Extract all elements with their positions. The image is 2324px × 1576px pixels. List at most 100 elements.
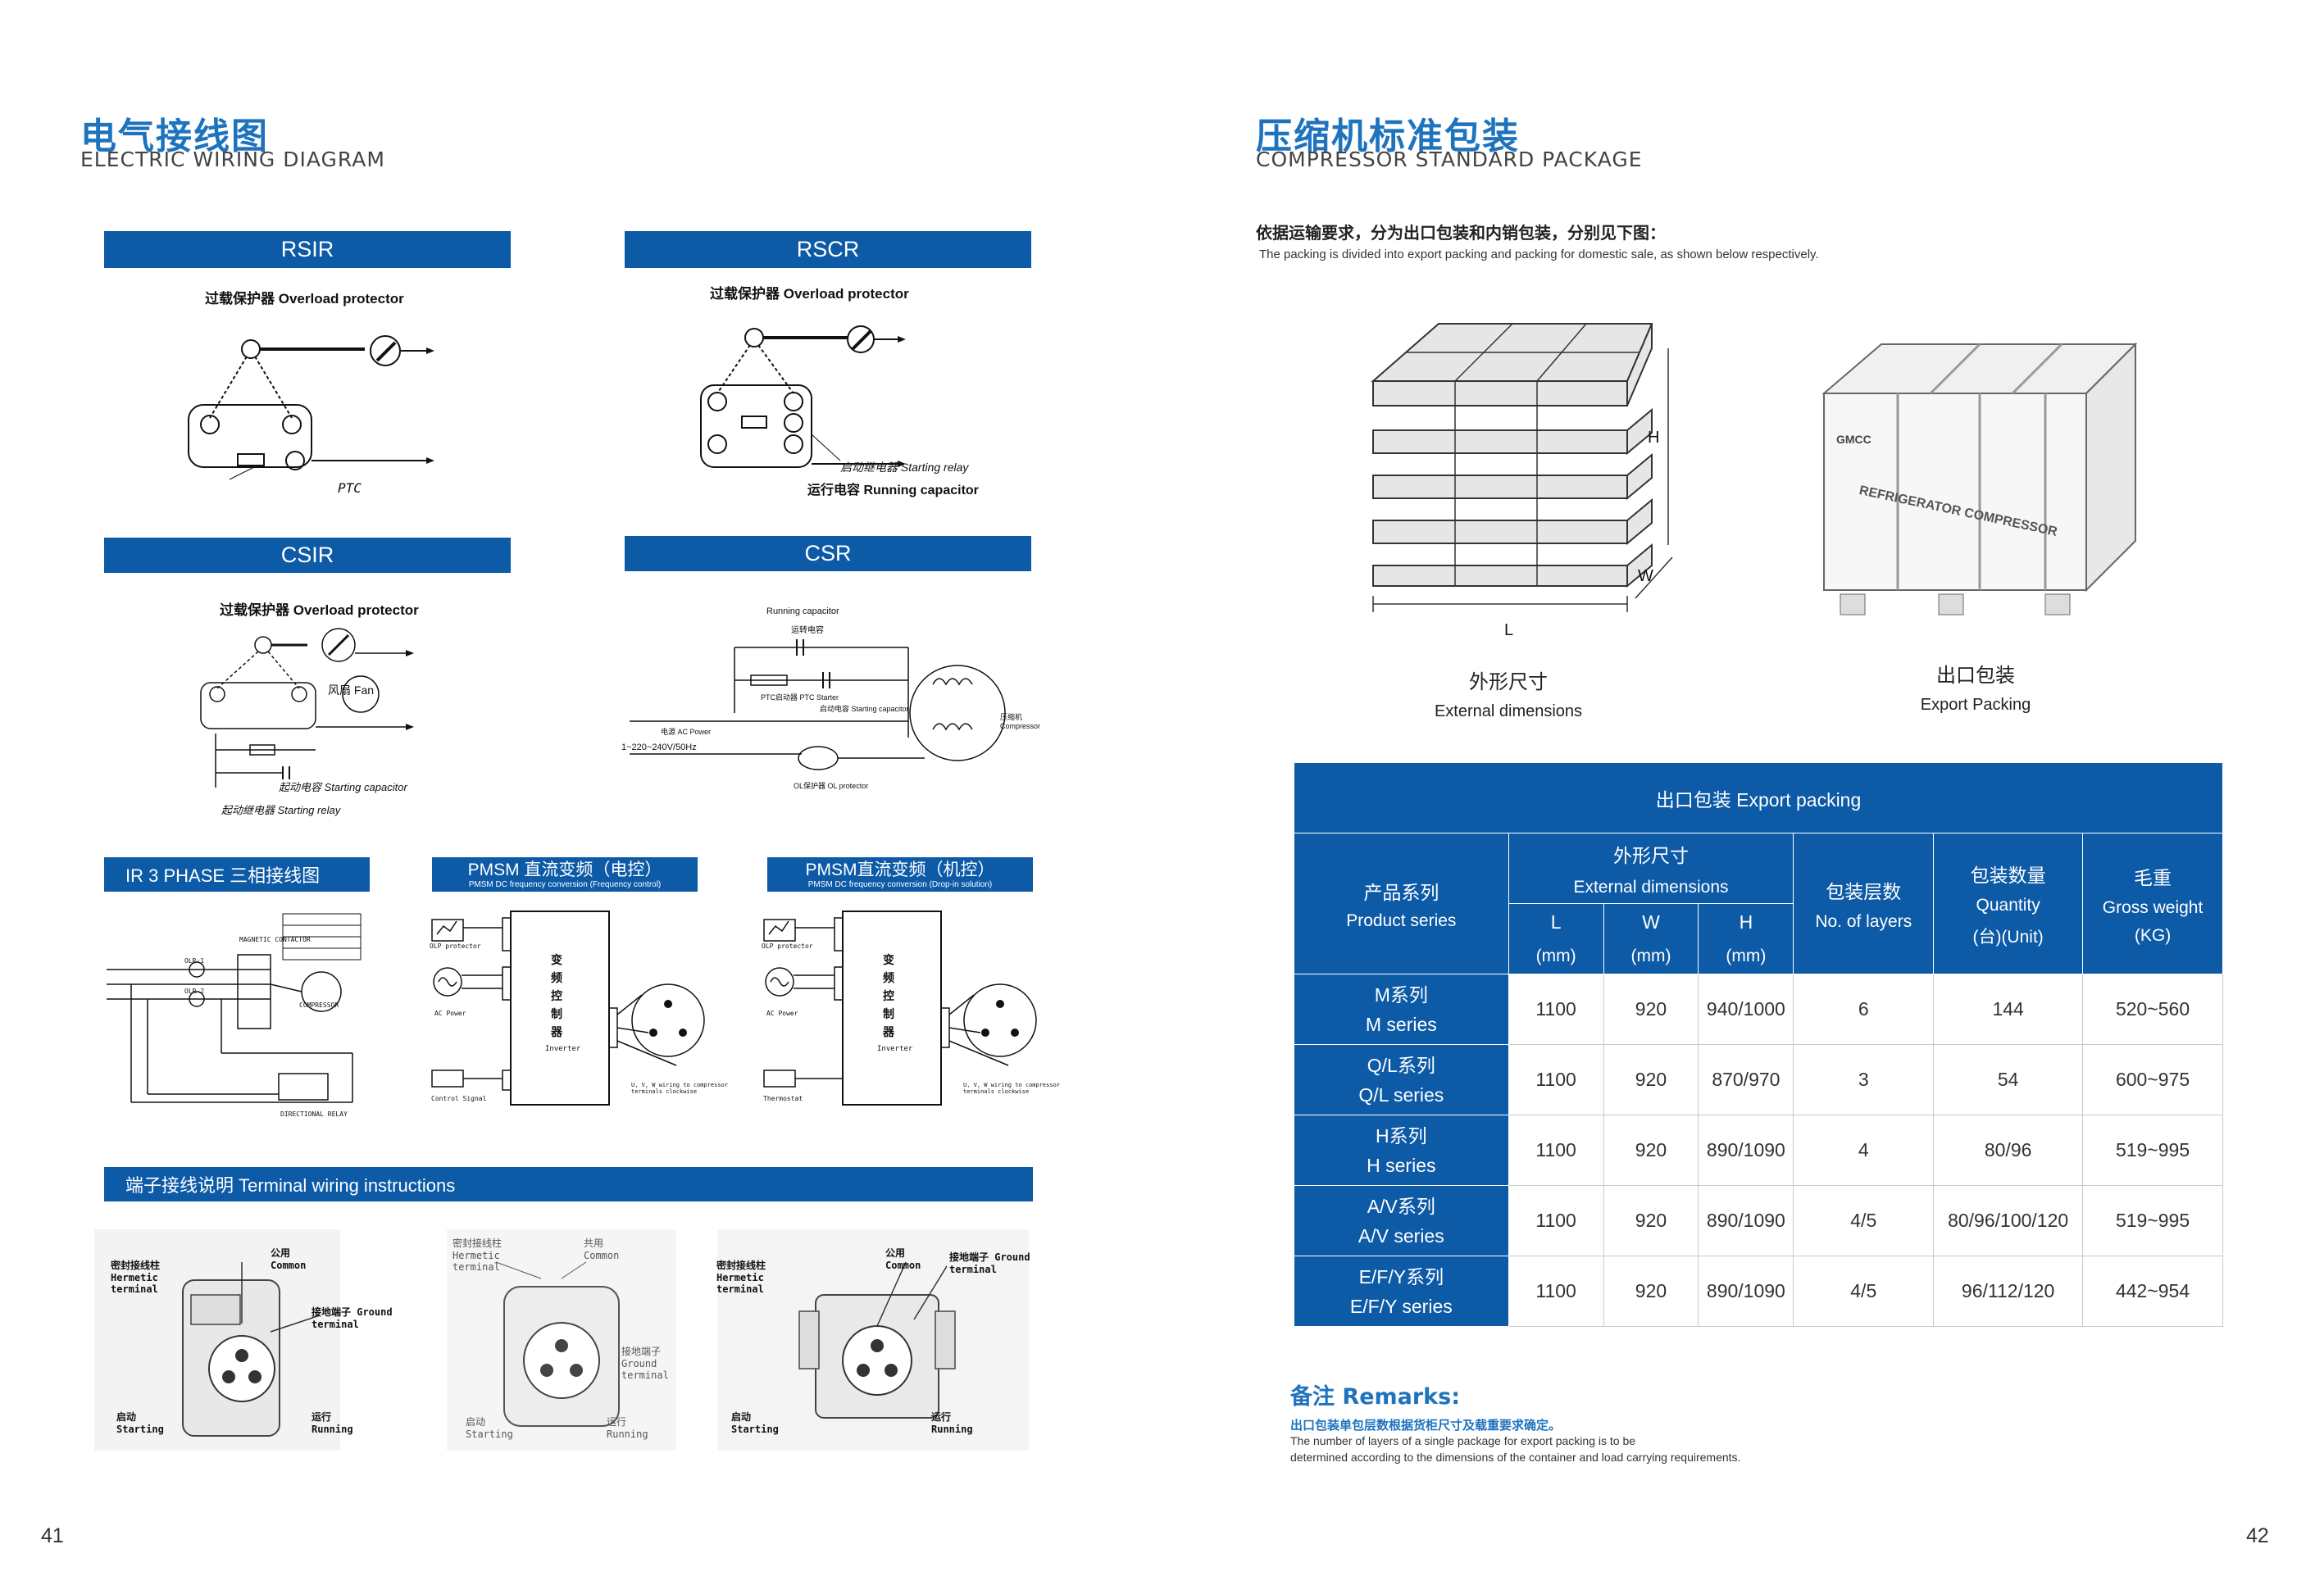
terminal-bar: 端子接线说明 Terminal wiring instructions [104, 1167, 1033, 1201]
csir-diagram [200, 628, 414, 788]
header-qty: 包装数量 Quantity (台)(Unit) [1933, 833, 2084, 974]
figure-external-caption: 外形尺寸 External dimensions [1426, 665, 1590, 721]
pmsm-mech-bar-title: PMSM直流变频（机控） [805, 860, 995, 879]
pmsm-electric-bar-sub: PMSM DC frequency conversion (Frequency … [468, 879, 662, 889]
rsir-ptc-label: PTC [338, 480, 362, 496]
row-series: M系列 M series [1294, 974, 1509, 1045]
ir3phase-contactor-label: MAGNETIC CONTACTOR [239, 936, 311, 943]
row-series-en: A/V series [1358, 1224, 1444, 1247]
row-layers: 4 [1793, 1115, 1935, 1186]
terminal-1-running: 运行 Running [312, 1411, 353, 1435]
header-qty-en: Quantity [1976, 895, 2040, 915]
terminal-diagram-1 [94, 1229, 340, 1451]
row-qty: 96/112/120 [1933, 1256, 2084, 1327]
row-h: 890/1090 [1698, 1185, 1794, 1256]
ir3phase-relay-label: DIRECTIONAL RELAY [280, 1110, 348, 1118]
terminal-3-starting: 启动 Starting [731, 1411, 779, 1435]
row-l: 1100 [1508, 974, 1604, 1045]
header-w-label: W [1642, 911, 1660, 933]
pmsm-mech-uvw-note: U, V, W wiring to compressor terminals c… [963, 1082, 1061, 1095]
export-packing-table: 出口包装 Export packing 产品系列 Product series … [1294, 762, 2223, 1327]
pallet-illustration [1371, 323, 1673, 612]
dim-w-label: W [1638, 567, 1653, 585]
remarks-zh: 出口包装单包层数根据货柜尺寸及载重要求确定。 [1290, 1418, 1562, 1433]
row-h: 940/1000 [1698, 974, 1794, 1045]
csr-diagram [630, 639, 1006, 770]
row-series-en: M series [1365, 1013, 1437, 1035]
header-l-unit: (mm) [1535, 947, 1576, 965]
pmsm-electric-diagram [431, 911, 705, 1106]
remarks-en-line1: The number of layers of a single package… [1290, 1434, 1636, 1447]
dim-l-label: L [1504, 621, 1514, 639]
header-qty-unit: (台)(Unit) [1972, 927, 2044, 947]
csr-start-cap-label: 启动电容 Starting capacitor [820, 705, 909, 713]
header-weight-unit: (KG) [2134, 925, 2172, 945]
row-layers: 3 [1793, 1044, 1935, 1115]
row-l: 1100 [1508, 1115, 1604, 1186]
row-weight: 442~954 [2082, 1256, 2223, 1327]
pmsm-electric-uvw-note: U, V, W wiring to compressor terminals c… [631, 1082, 729, 1095]
csr-ac-power-label: 电源 AC Power [661, 728, 712, 736]
row-w: 920 [1603, 1115, 1699, 1186]
row-h: 890/1090 [1698, 1115, 1794, 1186]
figure-export-caption-zh: 出口包装 [1936, 665, 2015, 687]
csr-running-cap-label: Running capacitor [766, 606, 839, 616]
right-title-zh: 压缩机标准包装 [1256, 116, 1520, 157]
right-page-number: 42 [2246, 1524, 2269, 1547]
terminal-3-running: 运行 Running [931, 1411, 973, 1435]
terminal-diagram-3 [717, 1229, 1029, 1451]
header-w: W(mm) [1603, 903, 1699, 974]
header-h: H(mm) [1698, 903, 1794, 974]
terminal-1-common: 公用 Common [271, 1247, 307, 1271]
terminal-2-hermetic: 密封接线柱 Hermetic terminal [453, 1238, 503, 1273]
row-h: 890/1090 [1698, 1256, 1794, 1327]
csr-ptc-label: PTC启动器 PTC Starter [761, 693, 839, 702]
export-box-illustration [1821, 342, 2138, 615]
ir3phase-bar: IR 3 PHASE 三相接线图 [104, 857, 370, 892]
row-qty: 54 [1933, 1044, 2084, 1115]
rscr-diagram [700, 325, 906, 468]
csr-compressor-label: 压缩机 Compressor [1000, 713, 1041, 730]
row-weight: 519~995 [2082, 1115, 2223, 1186]
terminal-1-ground: 接地端子 Ground terminal [312, 1306, 393, 1330]
row-series-en: Q/L series [1358, 1083, 1444, 1106]
header-layers: 包装层数 No. of layers [1793, 833, 1935, 974]
terminal-2-ground: 接地端子 Ground terminal [621, 1346, 669, 1381]
ir3phase-olr2-label: OLR-2 [184, 988, 205, 995]
row-series-en: H series [1367, 1154, 1436, 1176]
left-page-number: 41 [41, 1524, 64, 1547]
rscr-bar: RSCR [625, 231, 1031, 268]
csir-bar: CSIR [104, 538, 511, 573]
row-l: 1100 [1508, 1256, 1604, 1327]
header-h-unit: (mm) [1726, 947, 1767, 965]
row-series-zh: E/F/Y系列 [1358, 1265, 1444, 1288]
pmsm-mech-ac-label: AC Power [766, 1010, 798, 1017]
terminal-2-common: 共用 Common [584, 1238, 620, 1261]
row-series-zh: M系列 [1374, 983, 1428, 1006]
dim-h-label: H [1648, 429, 1660, 447]
header-dims: 外形尺寸 External dimensions [1508, 833, 1794, 904]
row-l: 1100 [1508, 1185, 1604, 1256]
terminal-3-ground: 接地端子 Ground terminal [949, 1251, 1030, 1275]
header-weight: 毛重 Gross weight (KG) [2082, 833, 2223, 974]
row-weight: 600~975 [2082, 1044, 2223, 1115]
header-dims-zh: 外形尺寸 [1613, 844, 1689, 866]
remarks-title: 备注 Remarks: [1290, 1384, 1460, 1410]
remarks-en-line2: determined according to the dimensions o… [1290, 1451, 1741, 1464]
row-h: 870/970 [1698, 1044, 1794, 1115]
row-l: 1100 [1508, 1044, 1604, 1115]
pmsm-mech-diagram [763, 911, 1037, 1106]
row-weight: 520~560 [2082, 974, 2223, 1045]
csr-olp-label: OL保护器 OL protector [794, 782, 869, 790]
row-layers: 4/5 [1793, 1185, 1935, 1256]
terminal-3-hermetic: 密封接线柱 Hermetic terminal [716, 1260, 766, 1295]
row-layers: 4/5 [1793, 1256, 1935, 1327]
rsir-diagram [188, 335, 434, 480]
row-weight: 519~995 [2082, 1185, 2223, 1256]
